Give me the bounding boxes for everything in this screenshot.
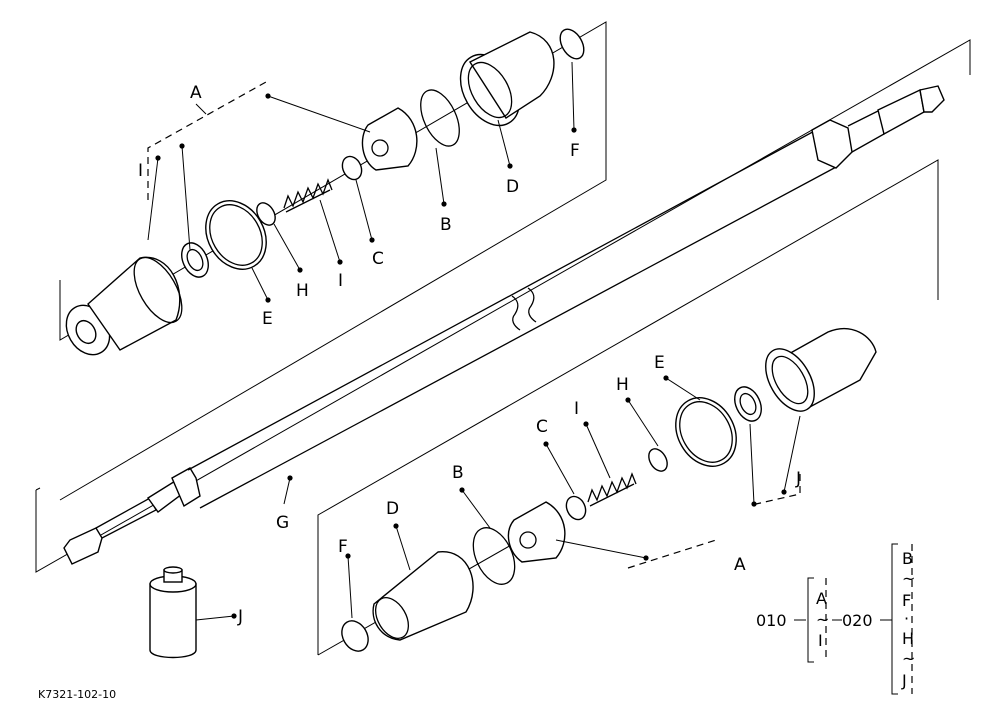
label-E-lower: E <box>654 353 665 373</box>
legend-020-mid2: H <box>902 629 914 648</box>
legend-010-end: I <box>818 631 823 650</box>
lower-tripod <box>507 501 566 563</box>
drive-shaft <box>63 85 945 565</box>
label-B-lower: B <box>452 463 464 483</box>
legend-010-start: A <box>816 589 827 608</box>
label-J-lower: J <box>795 469 801 489</box>
legend-010-tilde: ~ <box>816 610 829 629</box>
label-B-upper: B <box>440 215 452 235</box>
label-H-upper: H <box>296 281 309 301</box>
upper-boot-D <box>459 31 555 127</box>
label-D-upper: D <box>506 177 519 197</box>
shaft-frame <box>35 39 971 573</box>
label-I-lower: I <box>574 399 579 419</box>
upper-tripod <box>361 107 418 171</box>
lower-ring-I <box>734 386 762 422</box>
drawing-reference: K7321-102-10 <box>38 688 116 701</box>
label-I-upper-left: I <box>138 161 143 181</box>
upper-assembly-frame <box>59 21 607 501</box>
legend-020-start: B <box>902 549 913 568</box>
legend-code-020: 020 <box>842 611 873 630</box>
leaders-lower <box>195 375 801 621</box>
label-C-upper: C <box>372 249 384 269</box>
label-F-upper: F <box>570 141 580 161</box>
lower-band-E <box>675 397 737 467</box>
label-A-lower: A <box>734 555 746 575</box>
lower-outer-housing <box>765 327 877 412</box>
upper-ring-B <box>420 89 460 147</box>
upper-clip-C <box>341 155 363 181</box>
label-F-lower: F <box>338 537 348 557</box>
upper-clip-F <box>559 28 585 60</box>
legend-020-dot: · <box>904 609 909 628</box>
label-J-can: J <box>237 607 243 627</box>
upper-outer-housing <box>65 256 183 356</box>
label-D-lower: D <box>386 499 399 519</box>
label-I-upper: I <box>338 271 343 291</box>
label-C-lower: C <box>536 417 548 437</box>
legend-020-mid1: F <box>902 591 911 610</box>
upper-bushing-H <box>256 202 276 226</box>
label-A-upper: A <box>190 83 202 103</box>
label-E-upper: E <box>262 309 273 329</box>
label-G: G <box>276 513 289 533</box>
leaders-upper <box>147 61 577 303</box>
legend-020-tilde-2: ~ <box>902 649 915 668</box>
lower-clip-F <box>341 620 369 652</box>
lower-clip-C <box>565 495 587 521</box>
label-H-lower: H <box>616 375 629 395</box>
lower-spring-I <box>587 472 637 507</box>
legend: 010 A ~ I 020 B ~ F · H ~ J <box>756 543 915 695</box>
legend-020-end: J <box>901 671 907 690</box>
upper-band-E <box>205 200 267 270</box>
legend-020-tilde-1: ~ <box>902 569 915 588</box>
upper-ring-I <box>181 242 209 278</box>
upper-spring-I <box>283 178 333 213</box>
grease-can <box>149 566 197 659</box>
lower-boot-D <box>372 551 474 641</box>
lower-bushing-H <box>648 448 668 472</box>
legend-code-010: 010 <box>756 611 787 630</box>
